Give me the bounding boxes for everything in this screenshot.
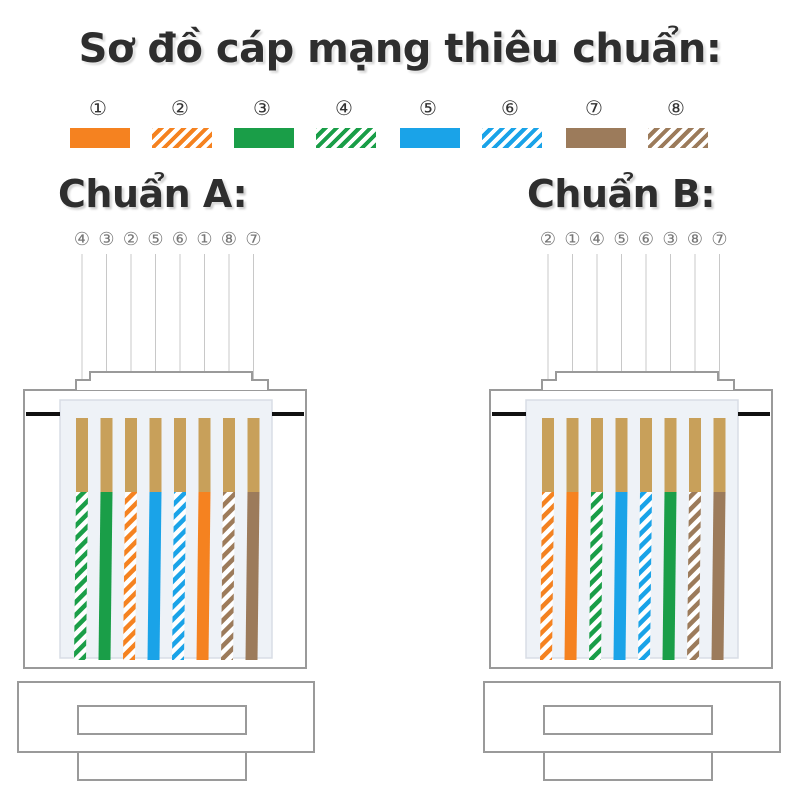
wire-2 bbox=[540, 492, 554, 660]
legend-swatch-5 bbox=[400, 128, 460, 148]
wire-7 bbox=[711, 492, 726, 660]
contact-pin bbox=[198, 418, 211, 492]
legend-number-2: ② bbox=[171, 96, 189, 120]
legend-swatch-2 bbox=[152, 128, 212, 148]
wire-3 bbox=[662, 492, 677, 660]
legend-number-8: ⑧ bbox=[667, 96, 685, 120]
wire-1 bbox=[564, 492, 579, 660]
connector-clip-left bbox=[492, 412, 526, 416]
standard_b-pin-label-6: ③ bbox=[662, 229, 679, 250]
legend-number-4: ④ bbox=[335, 96, 353, 120]
contact-pin bbox=[174, 418, 186, 492]
wire-5 bbox=[147, 492, 162, 660]
connector-top-notch bbox=[75, 371, 269, 390]
connector-base-slot bbox=[77, 705, 247, 735]
connector-clip-left bbox=[26, 412, 60, 416]
contact-pin bbox=[542, 418, 554, 492]
standard_b-pin-label-3: ④ bbox=[588, 229, 606, 250]
rj45-connector-standard-a bbox=[17, 254, 315, 781]
contact-pin bbox=[223, 418, 235, 492]
wire-4 bbox=[589, 492, 603, 660]
contact-pin bbox=[125, 418, 137, 492]
standard_a-pin-label-2: ③ bbox=[98, 229, 115, 250]
wire-2 bbox=[123, 492, 137, 660]
wire-5 bbox=[613, 492, 628, 660]
wire-6 bbox=[172, 492, 186, 660]
standard_a-pin-label-1: ④ bbox=[73, 229, 91, 250]
wire-1 bbox=[196, 492, 211, 660]
contact-pin bbox=[76, 418, 88, 492]
contact-pin bbox=[149, 418, 162, 492]
contact-pin bbox=[640, 418, 652, 492]
wire-8 bbox=[687, 492, 701, 660]
standard_a-pin-label-6: ① bbox=[196, 229, 213, 250]
connector-inner-housing bbox=[525, 399, 739, 659]
standard_a-pin-label-8: ⑦ bbox=[245, 229, 262, 250]
standard-b-label: Chuẩn B: bbox=[527, 172, 716, 216]
wire-4 bbox=[74, 492, 88, 660]
standard_b-pin-label-7: ⑧ bbox=[686, 229, 704, 250]
page-title: Sơ đồ cáp mạng thiêu chuẩn: bbox=[78, 26, 722, 72]
contact-pin bbox=[713, 418, 726, 492]
contact-pin bbox=[689, 418, 701, 492]
contact-pin bbox=[591, 418, 603, 492]
connector-inner-housing bbox=[59, 399, 273, 659]
legend-number-3: ③ bbox=[253, 96, 271, 120]
contact-pin bbox=[615, 418, 628, 492]
legend-swatch-6 bbox=[482, 128, 542, 148]
connector-base-slot bbox=[543, 705, 713, 735]
legend-number-7: ⑦ bbox=[585, 96, 603, 120]
connector-foot bbox=[77, 751, 247, 781]
wire-8 bbox=[221, 492, 235, 660]
legend-swatch-1 bbox=[70, 128, 130, 148]
connector-top-notch bbox=[541, 371, 735, 390]
standard_b-pin-label-4: ⑤ bbox=[613, 229, 630, 250]
legend-swatch-7 bbox=[566, 128, 626, 148]
connector-clip-right bbox=[272, 412, 304, 416]
standard-a-label: Chuẩn A: bbox=[58, 172, 248, 216]
standard_a-pin-label-3: ② bbox=[122, 229, 140, 250]
contact-pin bbox=[100, 418, 113, 492]
standard_b-pin-label-5: ⑥ bbox=[637, 229, 655, 250]
standard_a-pin-label-5: ⑥ bbox=[171, 229, 189, 250]
legend-number-6: ⑥ bbox=[501, 96, 519, 120]
standard_b-pin-label-1: ② bbox=[539, 229, 557, 250]
wire-3 bbox=[98, 492, 113, 660]
legend-number-1: ① bbox=[89, 96, 107, 120]
connector-foot bbox=[543, 751, 713, 781]
standard_b-pin-label-8: ⑦ bbox=[711, 229, 728, 250]
contact-pin bbox=[247, 418, 260, 492]
legend-swatch-3 bbox=[234, 128, 294, 148]
legend-swatch-8 bbox=[648, 128, 708, 148]
rj45-connector-standard-b bbox=[483, 254, 781, 781]
standard_a-pin-label-4: ⑤ bbox=[147, 229, 164, 250]
legend-number-5: ⑤ bbox=[419, 96, 437, 120]
contact-pin bbox=[664, 418, 677, 492]
connector-clip-right bbox=[738, 412, 770, 416]
standard_b-pin-label-2: ① bbox=[564, 229, 581, 250]
wire-7 bbox=[245, 492, 260, 660]
standard_a-pin-label-7: ⑧ bbox=[220, 229, 238, 250]
wire-6 bbox=[638, 492, 652, 660]
legend-swatch-4 bbox=[316, 128, 376, 148]
contact-pin bbox=[566, 418, 579, 492]
